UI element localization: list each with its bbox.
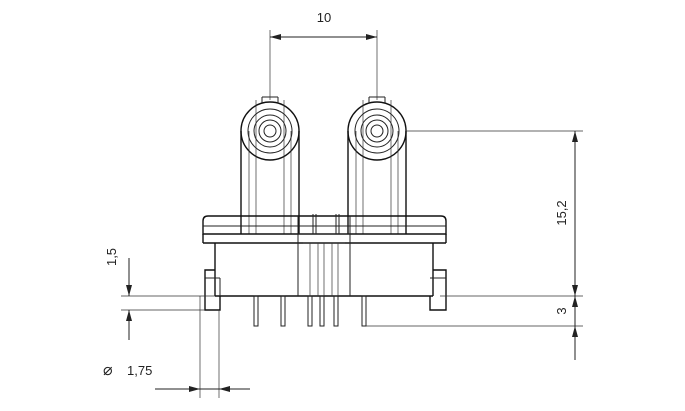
pins	[253, 295, 367, 327]
height-dimension: 15,2	[406, 130, 583, 297]
pin-length-dimension: 3	[366, 296, 583, 360]
diameter-dimension: ⌀ 1,75	[103, 296, 250, 398]
right-socket-tower	[347, 96, 407, 234]
diameter-label: 1,75	[127, 363, 152, 378]
thickness-label: 1,5	[104, 248, 119, 266]
spacing-dimension: 10	[269, 10, 378, 100]
height-label: 15,2	[554, 200, 569, 225]
left-socket-tower	[240, 96, 300, 234]
pin-length-label: 3	[554, 307, 569, 314]
thickness-dimension: 1,5	[104, 248, 215, 340]
connector-base	[202, 214, 447, 311]
diameter-symbol: ⌀	[103, 362, 113, 379]
spacing-label: 10	[317, 10, 331, 25]
